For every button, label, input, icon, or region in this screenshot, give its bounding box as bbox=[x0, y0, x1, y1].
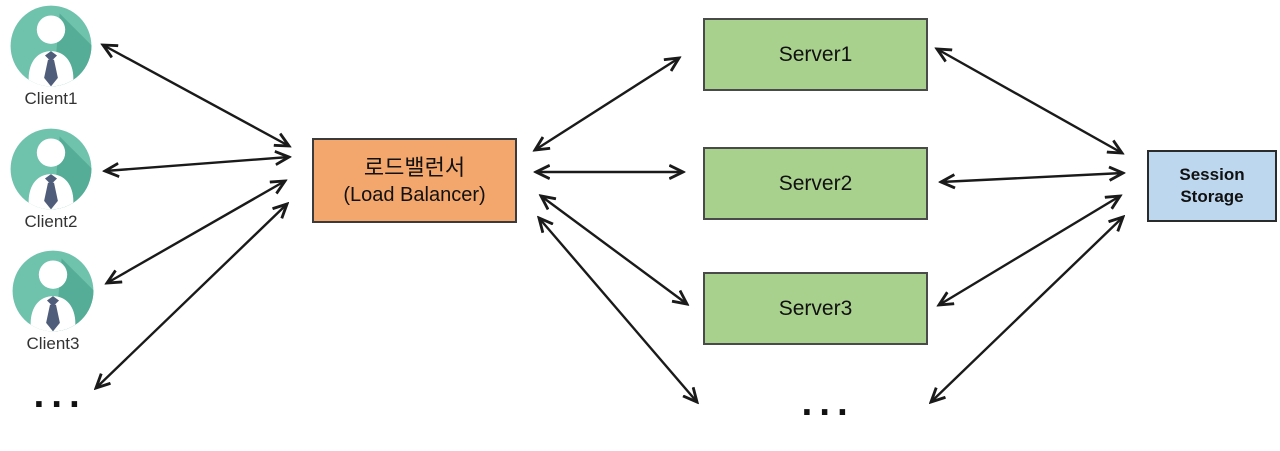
arrow-lb-server3 bbox=[541, 196, 687, 304]
client1-node: Client1 bbox=[6, 3, 96, 109]
session-storage-label-line1: Session bbox=[1179, 164, 1245, 184]
arrow-lb-servers-more bbox=[539, 218, 697, 402]
client-label: Client1 bbox=[24, 89, 78, 108]
client-label: Client3 bbox=[26, 334, 80, 353]
server-label: Server2 bbox=[778, 171, 853, 195]
client3-node: Client3 bbox=[8, 248, 98, 354]
arrow-lb-server1 bbox=[535, 58, 679, 150]
arrow-server2-storage bbox=[941, 173, 1123, 182]
arrow-servers-more-storage bbox=[931, 217, 1123, 402]
client2-node: Client2 bbox=[6, 126, 96, 232]
load-balancer-label-en: (Load Balancer) bbox=[343, 183, 486, 206]
arrow-client1-lb bbox=[103, 45, 289, 146]
server1-box: Server1 bbox=[703, 18, 928, 91]
servers-more-indicator: ... bbox=[801, 387, 855, 423]
arrow-client2-lb bbox=[105, 157, 289, 171]
clients-more-indicator: ... bbox=[33, 379, 87, 415]
session-storage-label-line2: Storage bbox=[1180, 187, 1244, 206]
person-icon bbox=[10, 128, 92, 210]
server-label: Server1 bbox=[778, 42, 853, 66]
arrow-server3-storage bbox=[939, 196, 1120, 305]
person-icon bbox=[10, 5, 92, 87]
load-balancer-box: 로드밸런서 (Load Balancer) bbox=[312, 138, 517, 223]
client-label: Client2 bbox=[24, 212, 78, 231]
server3-box: Server3 bbox=[703, 272, 928, 345]
person-icon bbox=[12, 250, 94, 332]
arrow-clients-more-lb bbox=[96, 204, 287, 388]
session-storage-box: Session Storage bbox=[1147, 150, 1277, 222]
arrow-server1-storage bbox=[937, 49, 1122, 153]
server-label: Server3 bbox=[778, 296, 853, 320]
server2-box: Server2 bbox=[703, 147, 928, 220]
load-balancer-label-ko: 로드밸런서 bbox=[363, 155, 466, 181]
